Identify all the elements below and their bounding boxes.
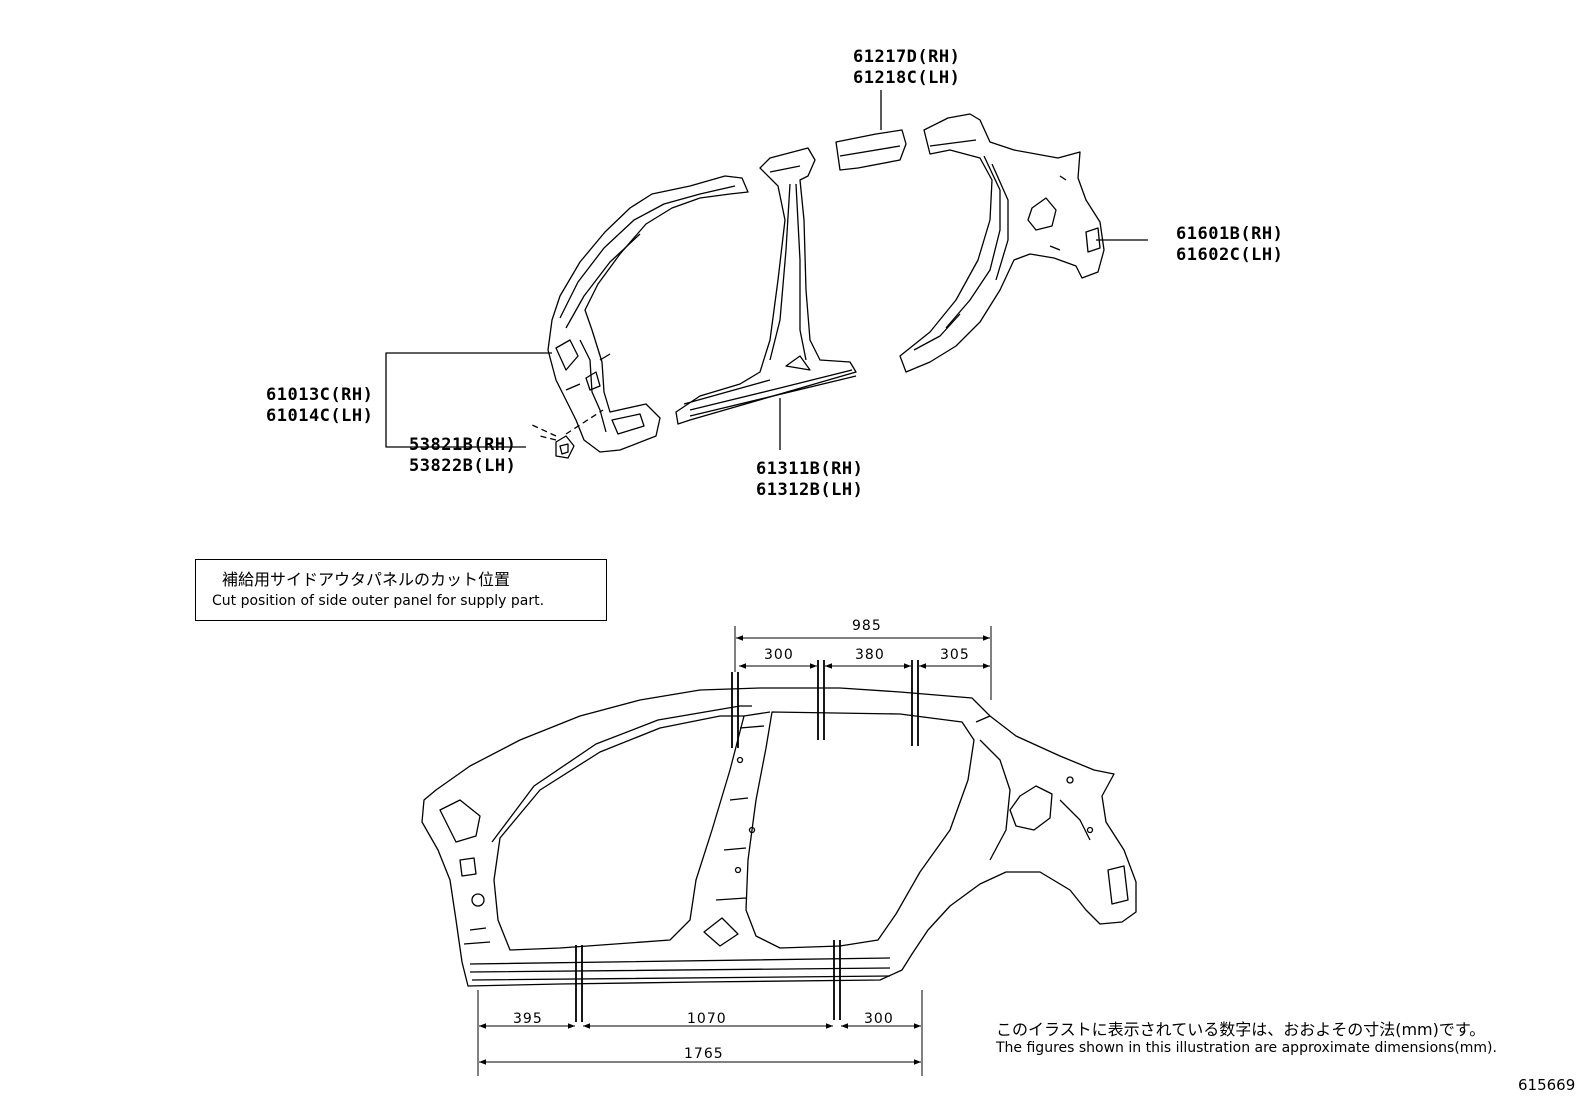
part-number-rh: 61601B(RH) [1176,224,1284,244]
cut-lines [575,660,919,1022]
cut-position-box: 補給用サイドアウタパネルのカット位置 Cut position of side … [195,559,607,621]
illustration-code: 615669 [1518,1076,1576,1094]
dimension-note-en: The figures shown in this illustration a… [996,1040,1497,1056]
leader-lines [385,90,1148,450]
dim-bottom-total: 1765 [684,1046,724,1062]
label-61601b: 61601B(RH) 61602C(LH) [1176,224,1283,266]
dim-bottom-b: 1070 [687,1011,727,1027]
cut-position-title-jp: 補給用サイドアウタパネルのカット位置 [222,570,511,589]
center-pillar-rocker [675,147,857,425]
dimension-note-jp: このイラストに表示されている数字は、おおよその寸法(mm)です。 [996,1020,1486,1039]
dim-bottom-c: 300 [864,1011,894,1027]
part-number-lh: 61014C(LH) [266,406,374,426]
dim-bottom-a: 395 [513,1011,543,1027]
cut-position-title-en: Cut position of side outer panel for sup… [212,593,545,609]
part-number-rh: 61311B(RH) [756,459,864,479]
label-61013c: 61013C(RH) 61014C(LH) [266,385,373,427]
quarter-panel [899,113,1105,373]
part-number-lh: 53822B(LH) [409,456,517,476]
label-61311b: 61311B(RH) 61312B(LH) [756,459,863,501]
part-number-rh: 61217D(RH) [853,47,961,67]
part-number-rh: 53821B(RH) [409,435,517,455]
part-number-lh: 61602C(LH) [1176,245,1284,265]
dim-top-a: 300 [764,647,794,663]
roof-side-rail [835,129,907,171]
dim-top-c: 305 [940,647,970,663]
label-61217d: 61217D(RH) 61218C(LH) [853,47,960,89]
extension-lines [477,626,992,1076]
label-53821b: 53821B(RH) 53822B(LH) [409,435,516,477]
pillar-reinforcement [529,409,604,459]
assembled-side-panel [421,687,1137,987]
part-number-lh: 61312B(LH) [756,480,864,500]
part-number-lh: 61218C(LH) [853,68,961,88]
dim-top-total: 985 [852,618,882,634]
part-number-rh: 61013C(RH) [266,385,374,405]
dim-top-b: 380 [855,647,885,663]
dimension-arrows [479,635,990,1065]
front-pillar-panel [547,175,749,453]
